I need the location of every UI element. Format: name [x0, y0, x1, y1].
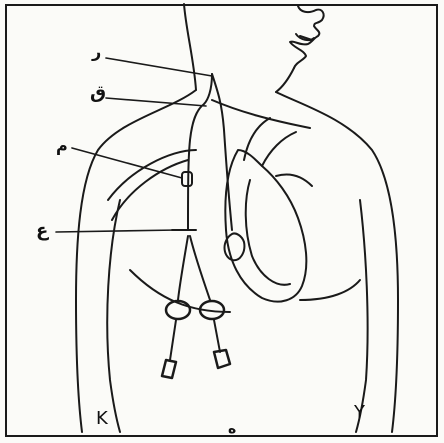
right-shoulder — [276, 92, 398, 432]
label-bottom-right: Y — [354, 404, 365, 422]
label-m: م — [56, 138, 68, 154]
label-bottom-left: K — [96, 410, 108, 428]
pointer-r — [106, 58, 212, 76]
cuff — [182, 172, 192, 186]
right-arm-inner — [356, 200, 368, 432]
lumen-left-lower — [170, 320, 176, 360]
pulmonary — [276, 174, 312, 186]
label-a: ع — [36, 222, 48, 240]
catheter-line — [188, 74, 212, 230]
catheter-to-heart — [212, 74, 232, 230]
left-arm-inner — [107, 200, 120, 432]
lumen-right-lower — [214, 320, 220, 352]
left-shoulder — [76, 90, 196, 432]
label-q: ق — [90, 84, 106, 102]
lumen-left — [178, 236, 188, 300]
head-profile — [290, 6, 324, 68]
pointer-q — [106, 98, 206, 106]
pointer-a — [56, 230, 178, 232]
hub-left — [162, 360, 176, 378]
lumen-right — [190, 236, 210, 300]
label-bottom-center: ه — [228, 422, 236, 436]
neck-right — [276, 68, 294, 92]
heart-outline — [225, 150, 306, 302]
hub-right — [214, 350, 230, 368]
neck-left — [184, 4, 196, 90]
aorta — [262, 132, 296, 166]
label-r: ر — [92, 44, 101, 60]
heart-inner — [246, 180, 290, 285]
chest-right — [300, 280, 360, 300]
